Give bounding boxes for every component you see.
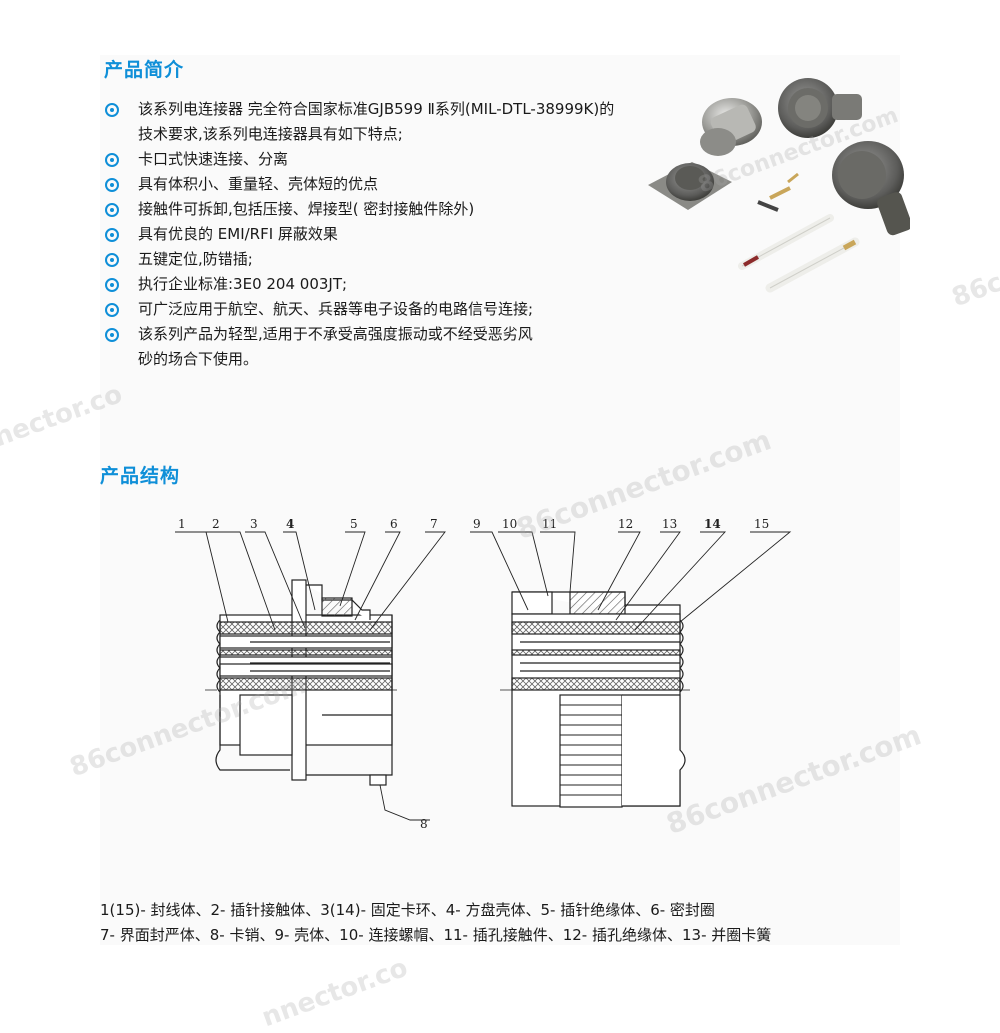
label-7: 7 [430, 517, 438, 531]
label-1: 1 [178, 517, 186, 531]
feature-text: 具有优良的 EMI/RFI 屏蔽效果 [138, 225, 338, 243]
label-5: 5 [350, 517, 358, 531]
feature-text: 接触件可拆卸,包括压接、焊接型( 密封接触件除外) [138, 200, 475, 218]
contact-pins [757, 172, 799, 212]
label-8: 8 [420, 817, 428, 831]
connector-backshell [832, 141, 910, 236]
label-15: 15 [754, 517, 769, 531]
feature-text: 五键定位,防错插; [138, 250, 253, 268]
bullet-icon [105, 278, 119, 292]
feature-text: 可广泛应用于航空、航天、兵器等电子设备的电路信号连接; [138, 300, 534, 318]
label-13: 13 [662, 517, 677, 531]
legend-line-1: 1(15)- 封线体、2- 插针接触体、3(14)- 固定卡环、4- 方盘壳体、… [100, 901, 715, 919]
label-10: 10 [502, 517, 517, 531]
insertion-tools [738, 214, 860, 293]
watermark: nnector.co [258, 952, 412, 1033]
label-2: 2 [212, 517, 220, 531]
feature-item: 可广泛应用于航空、航天、兵器等电子设备的电路信号连接; [104, 297, 724, 322]
bullet-icon [105, 203, 119, 217]
bullet-icon [105, 178, 119, 192]
right-leader-lines [470, 531, 792, 631]
feature-item: 具有优良的 EMI/RFI 屏蔽效果 [104, 222, 724, 247]
feature-text: 具有体积小、重量轻、壳体短的优点 [138, 175, 379, 193]
watermark: 86c [948, 267, 1000, 314]
label-11: 11 [542, 517, 557, 531]
label-12: 12 [618, 517, 633, 531]
label-4: 4 [286, 517, 294, 531]
label-14: 14 [704, 517, 721, 531]
feature-text: 卡口式快速连接、分离 [138, 150, 289, 168]
feature-text-continued: 技术要求,该系列电连接器具有如下特点; [138, 125, 403, 143]
parts-legend: 1(15)- 封线体、2- 插针接触体、3(14)- 固定卡环、4- 方盘壳体、… [100, 898, 960, 948]
label-6: 6 [390, 517, 398, 531]
left-connector-section [205, 579, 400, 786]
feature-text: 该系列产品为轻型,适用于不承受高强度振动或不经受恶劣风 [138, 325, 533, 343]
structure-diagram: 1 2 3 4 5 6 7 8 9 10 11 12 13 14 15 [175, 517, 792, 831]
label-3: 3 [250, 517, 258, 531]
bullet-icon [105, 253, 119, 267]
connector-square-flange [648, 162, 732, 210]
feature-item: 该系列电连接器 完全符合国家标准GJB599 Ⅱ系列(MIL-DTL-38999… [104, 97, 724, 147]
connector-receptacle-2 [778, 78, 862, 138]
feature-item: 接触件可拆卸,包括压接、焊接型( 密封接触件除外) [104, 197, 724, 222]
bullet-icon [105, 103, 119, 117]
feature-list: 该系列电连接器 完全符合国家标准GJB599 Ⅱ系列(MIL-DTL-38999… [104, 97, 724, 372]
feature-item: 执行企业标准:3E0 204 003JT; [104, 272, 724, 297]
bullet-icon [105, 328, 119, 342]
product-photo [648, 78, 910, 293]
bullet-icon [105, 303, 119, 317]
feature-item: 卡口式快速连接、分离 [104, 147, 724, 172]
left-leader-lines [175, 531, 446, 821]
section-intro-title: 产品简介 [104, 59, 185, 81]
connector-plug-1 [700, 98, 762, 156]
feature-text: 该系列电连接器 完全符合国家标准GJB599 Ⅱ系列(MIL-DTL-38999… [138, 100, 615, 118]
feature-text-continued: 砂的场合下使用。 [138, 350, 259, 368]
feature-item: 该系列产品为轻型,适用于不承受高强度振动或不经受恶劣风砂的场合下使用。 [104, 322, 724, 372]
feature-text: 执行企业标准:3E0 204 003JT; [138, 275, 348, 293]
diagram-label-group: 1 2 3 4 5 6 7 8 9 10 11 12 13 14 15 [178, 517, 769, 831]
feature-item: 具有体积小、重量轻、壳体短的优点 [104, 172, 724, 197]
feature-item: 五键定位,防错插; [104, 247, 724, 272]
bullet-icon [105, 228, 119, 242]
right-connector-section [500, 591, 690, 808]
section-structure-title: 产品结构 [100, 465, 181, 487]
label-9: 9 [473, 517, 481, 531]
bullet-icon [105, 153, 119, 167]
legend-line-2: 7- 界面封严体、8- 卡销、9- 壳体、10- 连接螺帽、11- 插孔接触件、… [100, 926, 772, 944]
